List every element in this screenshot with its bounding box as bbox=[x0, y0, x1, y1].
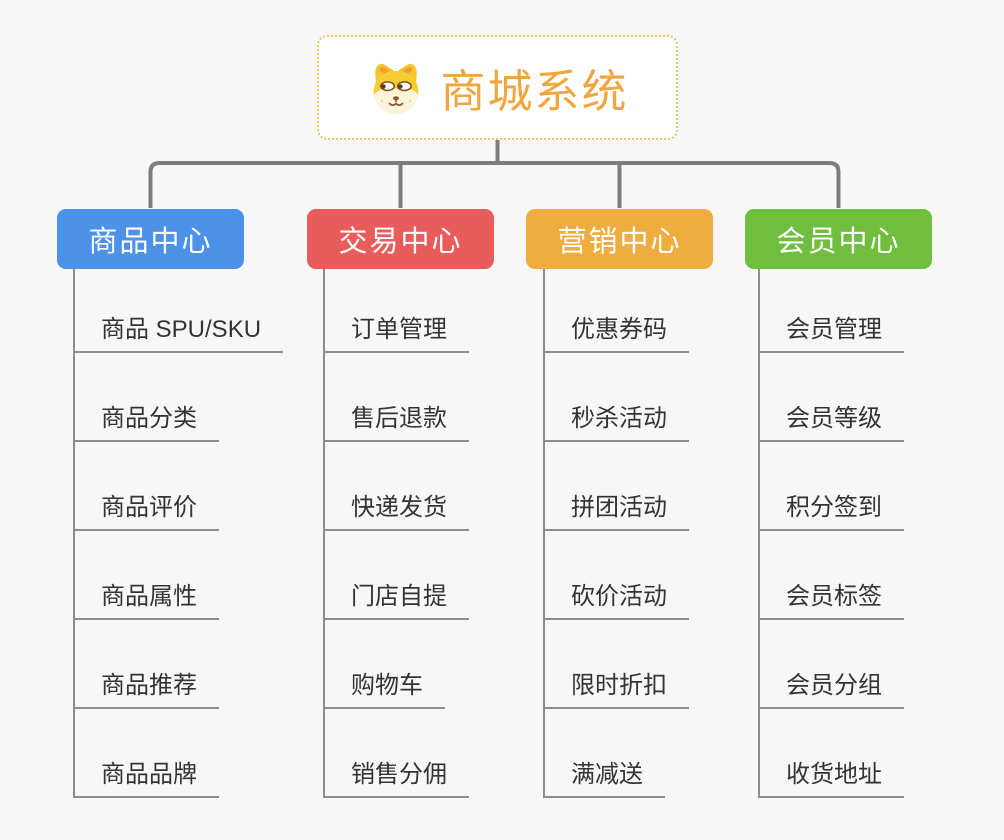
branch-label: 商品中心 bbox=[88, 226, 213, 258]
topic-label: 商品品牌 bbox=[101, 761, 197, 788]
topic-node[interactable]: 会员等级 bbox=[758, 396, 904, 442]
topic-label: 砍价活动 bbox=[571, 583, 667, 610]
topic-node[interactable]: 商品推荐 bbox=[73, 663, 219, 709]
topic-node[interactable]: 商品 SPU/SKU bbox=[73, 307, 284, 353]
topic-label: 商品评价 bbox=[101, 494, 197, 521]
topic-node[interactable]: 门店自提 bbox=[323, 574, 469, 620]
topic-node[interactable]: 商品属性 bbox=[73, 574, 219, 620]
topic-label: 快递发货 bbox=[351, 494, 447, 521]
topic-node[interactable]: 积分签到 bbox=[758, 485, 904, 531]
topic-node[interactable]: 会员管理 bbox=[758, 307, 904, 353]
topic-label: 会员等级 bbox=[786, 405, 882, 432]
topic-node[interactable]: 优惠券码 bbox=[543, 307, 689, 353]
topic-label: 会员分组 bbox=[786, 672, 882, 699]
topic-label: 拼团活动 bbox=[571, 494, 667, 521]
topic-node[interactable]: 满减送 bbox=[543, 752, 665, 798]
topic-label: 售后退款 bbox=[351, 405, 447, 432]
topic-label: 商品属性 bbox=[101, 583, 197, 610]
topic-node[interactable]: 砍价活动 bbox=[543, 574, 689, 620]
topic-node[interactable]: 限时折扣 bbox=[543, 663, 689, 709]
root-title: 商城系统 bbox=[440, 66, 629, 117]
topic-node[interactable]: 会员分组 bbox=[758, 663, 904, 709]
topic-label: 收货地址 bbox=[786, 761, 882, 788]
topic-node[interactable]: 商品品牌 bbox=[73, 752, 219, 798]
topic-label: 满减送 bbox=[571, 761, 643, 788]
topic-label: 销售分佣 bbox=[351, 761, 447, 788]
topic-label: 门店自提 bbox=[351, 583, 447, 610]
topic-label: 积分签到 bbox=[786, 494, 882, 521]
branch-trade-center[interactable]: 交易中心 bbox=[307, 209, 494, 269]
topic-node[interactable]: 商品评价 bbox=[73, 485, 219, 531]
root-node[interactable]: 商城系统 bbox=[317, 35, 678, 140]
topic-node[interactable]: 订单管理 bbox=[323, 307, 469, 353]
topic-node[interactable]: 售后退款 bbox=[323, 396, 469, 442]
topic-label: 订单管理 bbox=[351, 316, 447, 343]
topic-label: 限时折扣 bbox=[571, 672, 667, 699]
topic-label: 会员标签 bbox=[786, 583, 882, 610]
topic-label: 优惠券码 bbox=[571, 316, 667, 343]
topic-label: 商品推荐 bbox=[101, 672, 197, 699]
topic-node[interactable]: 收货地址 bbox=[758, 752, 904, 798]
branch-member-center[interactable]: 会员中心 bbox=[745, 209, 932, 269]
topic-label: 购物车 bbox=[351, 672, 423, 699]
topic-node[interactable]: 购物车 bbox=[323, 663, 445, 709]
topic-label: 商品 SPU/SKU bbox=[101, 316, 262, 343]
topic-node[interactable]: 会员标签 bbox=[758, 574, 904, 620]
topic-node[interactable]: 销售分佣 bbox=[323, 752, 469, 798]
branch-label: 交易中心 bbox=[338, 226, 463, 258]
branch-label: 会员中心 bbox=[776, 226, 901, 258]
branch-label: 营销中心 bbox=[557, 226, 682, 258]
branch-product-center[interactable]: 商品中心 bbox=[57, 209, 244, 269]
topic-node[interactable]: 快递发货 bbox=[323, 485, 469, 531]
dog-face-icon bbox=[366, 59, 426, 117]
topic-node[interactable]: 商品分类 bbox=[73, 396, 219, 442]
topic-label: 秒杀活动 bbox=[571, 405, 667, 432]
topic-label: 会员管理 bbox=[786, 316, 882, 343]
branch-marketing-center[interactable]: 营销中心 bbox=[526, 209, 713, 269]
topic-label: 商品分类 bbox=[101, 405, 197, 432]
topic-node[interactable]: 秒杀活动 bbox=[543, 396, 689, 442]
topic-node[interactable]: 拼团活动 bbox=[543, 485, 689, 531]
